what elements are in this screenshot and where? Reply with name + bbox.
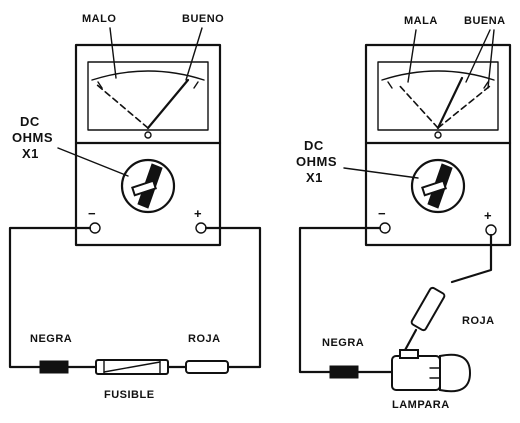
right-meter-tick: [387, 81, 393, 89]
right-black-probe[interactable]: [329, 365, 359, 379]
left-needle-bueno: [146, 78, 190, 130]
right-label-lampara: LAMPARA: [392, 399, 450, 411]
left-label-fusible: FUSIBLE: [104, 389, 155, 401]
left-label-roja: ROJA: [188, 333, 221, 345]
right-range-line2: OHMS: [296, 154, 337, 169]
right-selector-grip: [421, 179, 447, 197]
left-needle-malo: [95, 83, 149, 129]
left-plus-sign: +: [194, 206, 202, 221]
right-needle-buena: [436, 76, 464, 130]
left-meter-window: [87, 61, 209, 131]
right-needle-buena-range: [437, 85, 491, 129]
right-leader-buena-1: [465, 29, 491, 83]
left-meter-tick: [97, 81, 103, 89]
right-red-probe[interactable]: [410, 286, 446, 332]
right-circuit: [298, 226, 493, 393]
right-label-mala: MALA: [404, 15, 438, 27]
right-black-wire: [298, 226, 382, 374]
right-minus-sign: −: [378, 206, 386, 221]
left-selector-knob[interactable]: [120, 158, 176, 214]
left-circuit: [8, 226, 262, 375]
left-label-malo: MALO: [82, 13, 116, 25]
right-label-buena: BUENA: [464, 15, 506, 27]
left-label-negra: NEGRA: [30, 333, 72, 345]
right-red-wire: [450, 233, 493, 284]
right-label-roja: ROJA: [462, 315, 495, 327]
left-meter-body: [74, 43, 222, 247]
lamp-socket: [391, 355, 441, 391]
left-multimeter: [74, 43, 222, 247]
left-leader-bueno: [185, 27, 203, 81]
right-red-probe-tip: [402, 328, 418, 354]
right-selector-knob[interactable]: [410, 158, 466, 214]
left-needle-pivot: [144, 131, 152, 139]
right-multimeter: [364, 43, 512, 247]
lamp-bulb: [439, 353, 472, 393]
left-black-wire: [8, 226, 92, 369]
right-plus-sign: +: [484, 208, 492, 223]
left-range-line3: X1: [22, 146, 39, 161]
right-needle-pivot: [434, 131, 442, 139]
left-red-probe[interactable]: [185, 360, 229, 374]
left-leader-malo: [109, 27, 117, 79]
left-range-line2: OHMS: [12, 130, 53, 145]
right-jack-negative[interactable]: [379, 222, 391, 234]
left-range-line1: DC: [20, 114, 40, 129]
right-leader-mala: [407, 29, 417, 83]
fuse-element: [103, 361, 161, 373]
right-label-negra: NEGRA: [322, 337, 364, 349]
right-range-leader: [343, 167, 419, 179]
right-range-line3: X1: [306, 170, 323, 185]
right-leader-buena-2: [487, 29, 495, 89]
right-meter-scale-arc: [381, 70, 495, 81]
right-meter-body: [364, 43, 512, 247]
lamp-terminal: [399, 349, 419, 359]
right-needle-mala: [397, 83, 439, 129]
left-meter-tick: [193, 81, 199, 89]
left-jack-negative[interactable]: [89, 222, 101, 234]
left-red-wire: [204, 226, 262, 369]
right-meter-window: [377, 61, 499, 131]
left-label-bueno: BUENO: [182, 13, 224, 25]
right-jack-positive[interactable]: [485, 224, 497, 236]
left-selector-grip: [131, 179, 157, 197]
left-range-leader: [57, 147, 129, 177]
left-jack-positive[interactable]: [195, 222, 207, 234]
left-minus-sign: −: [88, 206, 96, 221]
right-range-line1: DC: [304, 138, 324, 153]
right-meter-tick: [483, 81, 489, 89]
left-meter-scale-arc: [91, 70, 205, 81]
left-black-probe[interactable]: [39, 360, 69, 374]
